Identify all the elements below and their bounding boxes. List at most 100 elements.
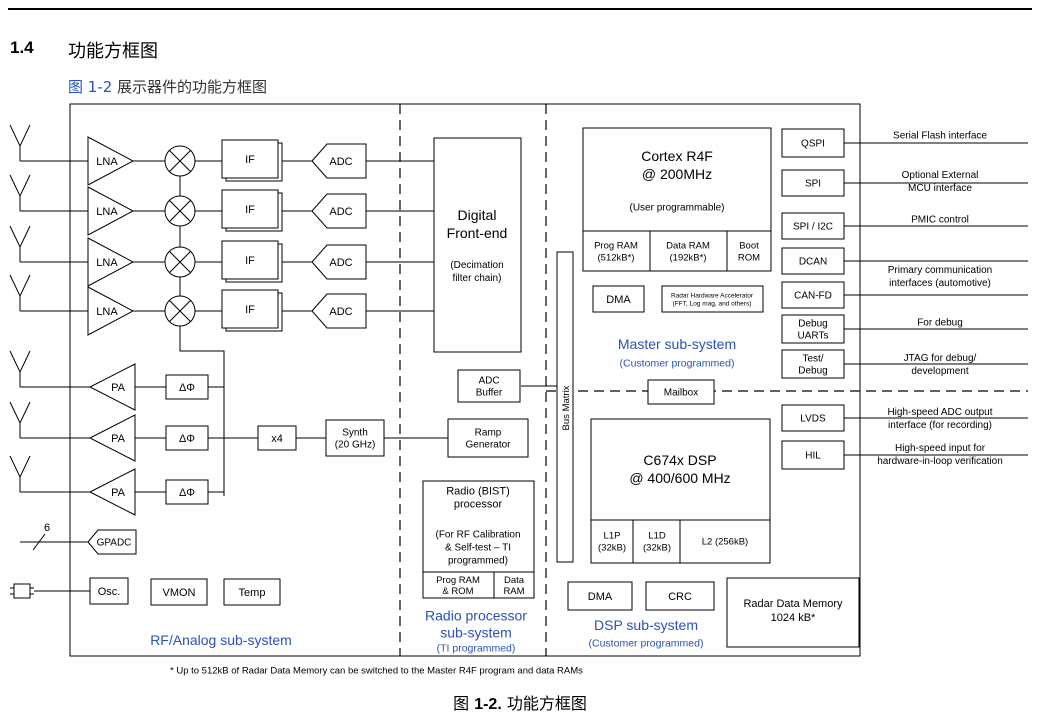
- rx-adc-label-3: ADC: [329, 257, 352, 269]
- lna-amplifier-4: [87, 286, 135, 336]
- interface-spi-label: SPI: [805, 179, 821, 190]
- dsp-dma-block: [567, 581, 633, 611]
- master-dma-block-label: DMA: [606, 294, 631, 306]
- dsp-l1d-label-line-1: L1D: [648, 530, 666, 541]
- cortex-user-programmable: (User programmable): [629, 203, 724, 214]
- mixer-cross: [169, 251, 191, 273]
- dsp-dma-block-label: DMA: [588, 591, 613, 603]
- caption-title: 功能方框图: [501, 694, 587, 713]
- interface-debug-uarts-description: For debug: [917, 318, 963, 329]
- tx-antenna-icon: [9, 350, 31, 374]
- pa-label-2: PA: [111, 433, 126, 445]
- bist-processor-note-line-1: (For RF Calibration: [435, 530, 520, 541]
- interface-test-debug-label-line-2: Debug: [798, 365, 827, 376]
- interface-test-debug-label-line-1: Test/: [802, 354, 823, 365]
- radio-processor-subsystem-sublabel: (TI programmed): [437, 643, 516, 655]
- synth-20ghz-label-line-1: Synth: [342, 428, 368, 439]
- bus-matrix-label: Bus Matrix: [561, 385, 572, 430]
- if-label-4: IF: [245, 304, 255, 316]
- bist-processor-title-line-2: processor: [454, 498, 503, 510]
- intro-prefix: 图: [68, 78, 88, 96]
- c674x-dsp-title-line-1: C674x DSP: [643, 452, 716, 468]
- section-title: 功能方框图: [68, 41, 158, 62]
- interface-test-debug-description-line-1: JTAG for debug/: [904, 353, 977, 364]
- mixer-cross: [169, 300, 191, 322]
- dsp-subsystem-label: DSP sub-system: [594, 617, 698, 633]
- bist-processor-block: [422, 480, 535, 599]
- c674x-dsp-title-line-2: @ 400/600 MHz: [629, 470, 730, 486]
- bist-processor-note-line-3: programmed): [448, 556, 508, 567]
- cortex-r4f-title-line-1: Cortex R4F: [641, 148, 713, 164]
- bist-processor-title-line-1: Radio (BIST): [446, 485, 510, 497]
- phase-shifter-label-3: ΔΦ: [179, 487, 195, 499]
- interface-qspi-label: QSPI: [801, 139, 825, 150]
- crc-block: [645, 581, 715, 611]
- dsp-l1d-label-line-2: (32kB): [643, 542, 671, 553]
- temp-block: [223, 578, 281, 606]
- mixer-cross: [169, 200, 191, 222]
- digital-front-end-block: [433, 137, 522, 353]
- if-filter-4: [221, 289, 279, 329]
- interface-test-debug-description-line-2: development: [911, 366, 968, 377]
- rf-analog-subsystem-label: RF/Analog sub-system: [150, 632, 292, 648]
- lna-label-3: LNA: [96, 257, 118, 269]
- rx-adc-label-2: ADC: [329, 206, 352, 218]
- master-data-ram-label-line-1: Data RAM: [666, 240, 710, 251]
- rx-antenna-icon: [9, 274, 31, 298]
- interface-hil-description-line-1: High-speed input for: [895, 443, 986, 454]
- synth-20ghz-label-line-2: (20 GHz): [335, 439, 376, 450]
- lna-amplifier-1: [87, 136, 135, 186]
- tx-antenna-icon: [9, 401, 31, 425]
- lna-label-2: LNA: [96, 206, 118, 218]
- lo-distribution-line: [179, 326, 225, 496]
- if-filter-2: [221, 189, 279, 229]
- bus-matrix: [556, 251, 574, 563]
- section-number: 1.4: [10, 38, 34, 57]
- lna-label-4: LNA: [96, 306, 118, 318]
- bist-processor-note-line-2: & Self-test – TI: [445, 543, 511, 554]
- interface-qspi-description: Serial Flash interface: [893, 131, 987, 142]
- gpadc-block: [87, 529, 137, 555]
- tx-antenna-icon: [9, 455, 31, 479]
- dsp-l1p-label-line-2: (32kB): [598, 542, 626, 553]
- interface-debug-uarts-label-line-1: Debug: [798, 319, 827, 330]
- x4-multiplier: [257, 425, 297, 451]
- interface-hil-label: HIL: [805, 451, 821, 462]
- gpadc-bus-slash: [32, 533, 46, 551]
- phase-shifter-label-1: ΔΦ: [179, 382, 195, 394]
- mailbox-block: [647, 379, 715, 405]
- figure-ref-link[interactable]: 1-2: [87, 78, 113, 96]
- dsp-subsystem-sublabel: (Customer programmed): [589, 638, 704, 650]
- rx-antenna-icon: [9, 124, 31, 148]
- master-dma-block: [592, 285, 645, 313]
- ramp-generator-block-label-line-2: Generator: [465, 439, 511, 450]
- if-label-1: IF: [245, 154, 255, 166]
- rx-antenna-icon: [9, 174, 31, 198]
- if-filter-3: [221, 240, 279, 280]
- digital-front-end-title-line-2: Front-end: [447, 225, 508, 241]
- radar-hw-accelerator-label-line-1: Radar Hardware Accelerator: [671, 292, 754, 299]
- footnote: * Up to 512kB of Radar Data Memory can b…: [170, 665, 583, 676]
- lna-amplifier-2: [87, 186, 135, 236]
- interface-dcan-label: DCAN: [799, 257, 827, 268]
- interface-debug-uarts-label-line-2: UARTs: [798, 330, 829, 341]
- intro-text: 图 1-2 展示器件的功能方框图: [68, 76, 267, 97]
- interface-lvds-label: LVDS: [800, 414, 826, 425]
- interface-dcan-description-line-1: Primary communication: [888, 265, 992, 276]
- master-subsystem-label: Master sub-system: [618, 336, 736, 352]
- figure-caption: 图 1-2. 功能方框图: [0, 690, 1040, 714]
- caption-number: 1-2.: [474, 696, 502, 713]
- interface-lvds-description-line-2: interface (for recording): [888, 420, 992, 431]
- x4-multiplier-label: x4: [271, 433, 283, 445]
- master-boot-rom-label-line-1: Boot: [739, 240, 759, 251]
- gpadc-bus-width: 6: [44, 522, 50, 534]
- rx-antenna-icon: [9, 225, 31, 249]
- cortex-r4f-block: [582, 127, 772, 272]
- radio-processor-subsystem-label-line-1: Radio processor: [425, 607, 527, 623]
- synth-20ghz: [325, 419, 385, 457]
- radar-data-memory-block: [726, 577, 860, 648]
- bist-data-ram-label-line-2: RAM: [503, 586, 524, 597]
- intro-body: 展示器件的功能方框图: [112, 78, 268, 96]
- interface-spi-i2c-label: SPI / I2C: [793, 222, 833, 233]
- radar-hw-accelerator-block: [661, 285, 764, 313]
